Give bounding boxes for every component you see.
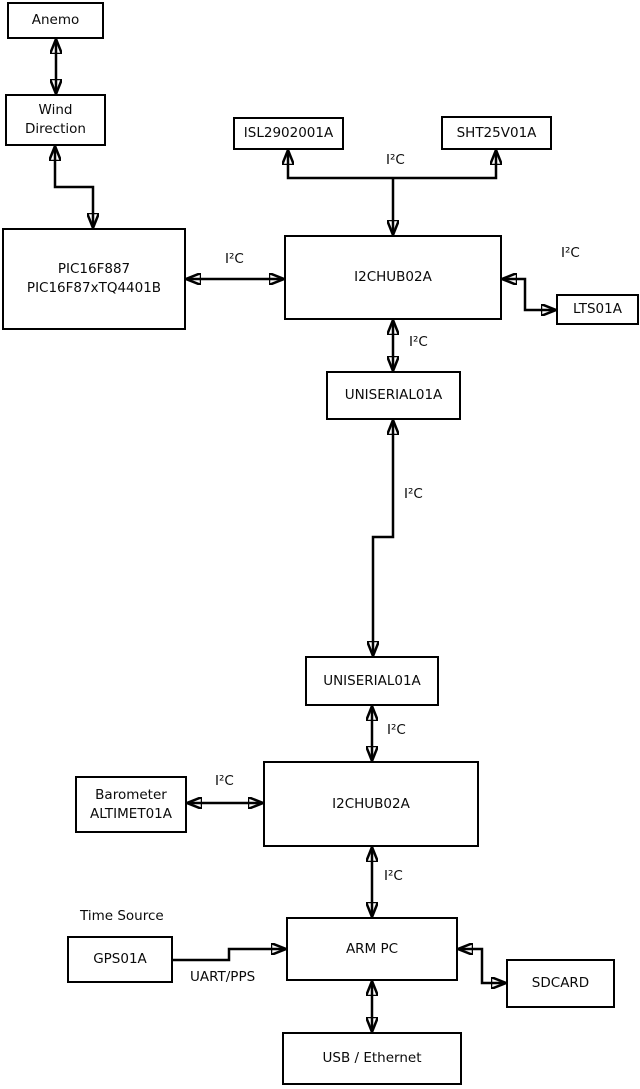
connector-gps-arm-pc: [173, 949, 286, 962]
node-pic16f887: PIC16F887 PIC16F87xTQ4401B: [2, 228, 186, 330]
node-usb-ethernet: USB / Ethernet: [282, 1032, 462, 1085]
label-i2c-hub1-lts: I²C: [561, 245, 580, 261]
node-barometer-altimet01a: Barometer ALTIMET01A: [75, 776, 187, 833]
node-isl2902001a: ISL2902001A: [233, 117, 344, 150]
node-i2chub02a-1: I2CHUB02A: [284, 235, 502, 320]
node-sht25v01a: SHT25V01A: [441, 116, 552, 150]
node-uniserial01a-2: UNISERIAL01A: [305, 656, 439, 706]
node-gps01a: GPS01A: [67, 936, 173, 983]
node-anemo: Anemo: [7, 2, 104, 39]
label-uart-pps: UART/PPS: [190, 969, 256, 985]
node-i2chub02a-2: I2CHUB02A: [263, 761, 479, 847]
connector-arm-pc-sdcard: [458, 949, 506, 983]
node-arm-pc: ARM PC: [286, 917, 458, 981]
node-uniserial01a-1: UNISERIAL01A: [326, 371, 461, 420]
node-wind-direction: Wind Direction: [5, 94, 106, 146]
label-time-source: Time Source: [80, 908, 164, 924]
label-i2c-barometer-hub2: I²C: [215, 773, 234, 789]
label-i2c-branch: I²C: [386, 152, 405, 168]
label-i2c-hub1-uniserial1: I²C: [409, 334, 428, 350]
label-i2c-uniserial-link: I²C: [404, 486, 423, 502]
connector-uniserial-1-uniserial-2: [373, 420, 393, 656]
connector-wind-direction-pic: [55, 146, 93, 228]
node-lts01a: LTS01A: [556, 294, 639, 325]
label-i2c-hub2-armpc: I²C: [384, 868, 403, 884]
label-i2c-uniserial2-hub2: I²C: [387, 722, 406, 738]
connector-i2c-hub-1-lts: [502, 279, 556, 310]
label-i2c-pic-hub1: I²C: [225, 251, 244, 267]
node-sdcard: SDCARD: [506, 959, 615, 1008]
